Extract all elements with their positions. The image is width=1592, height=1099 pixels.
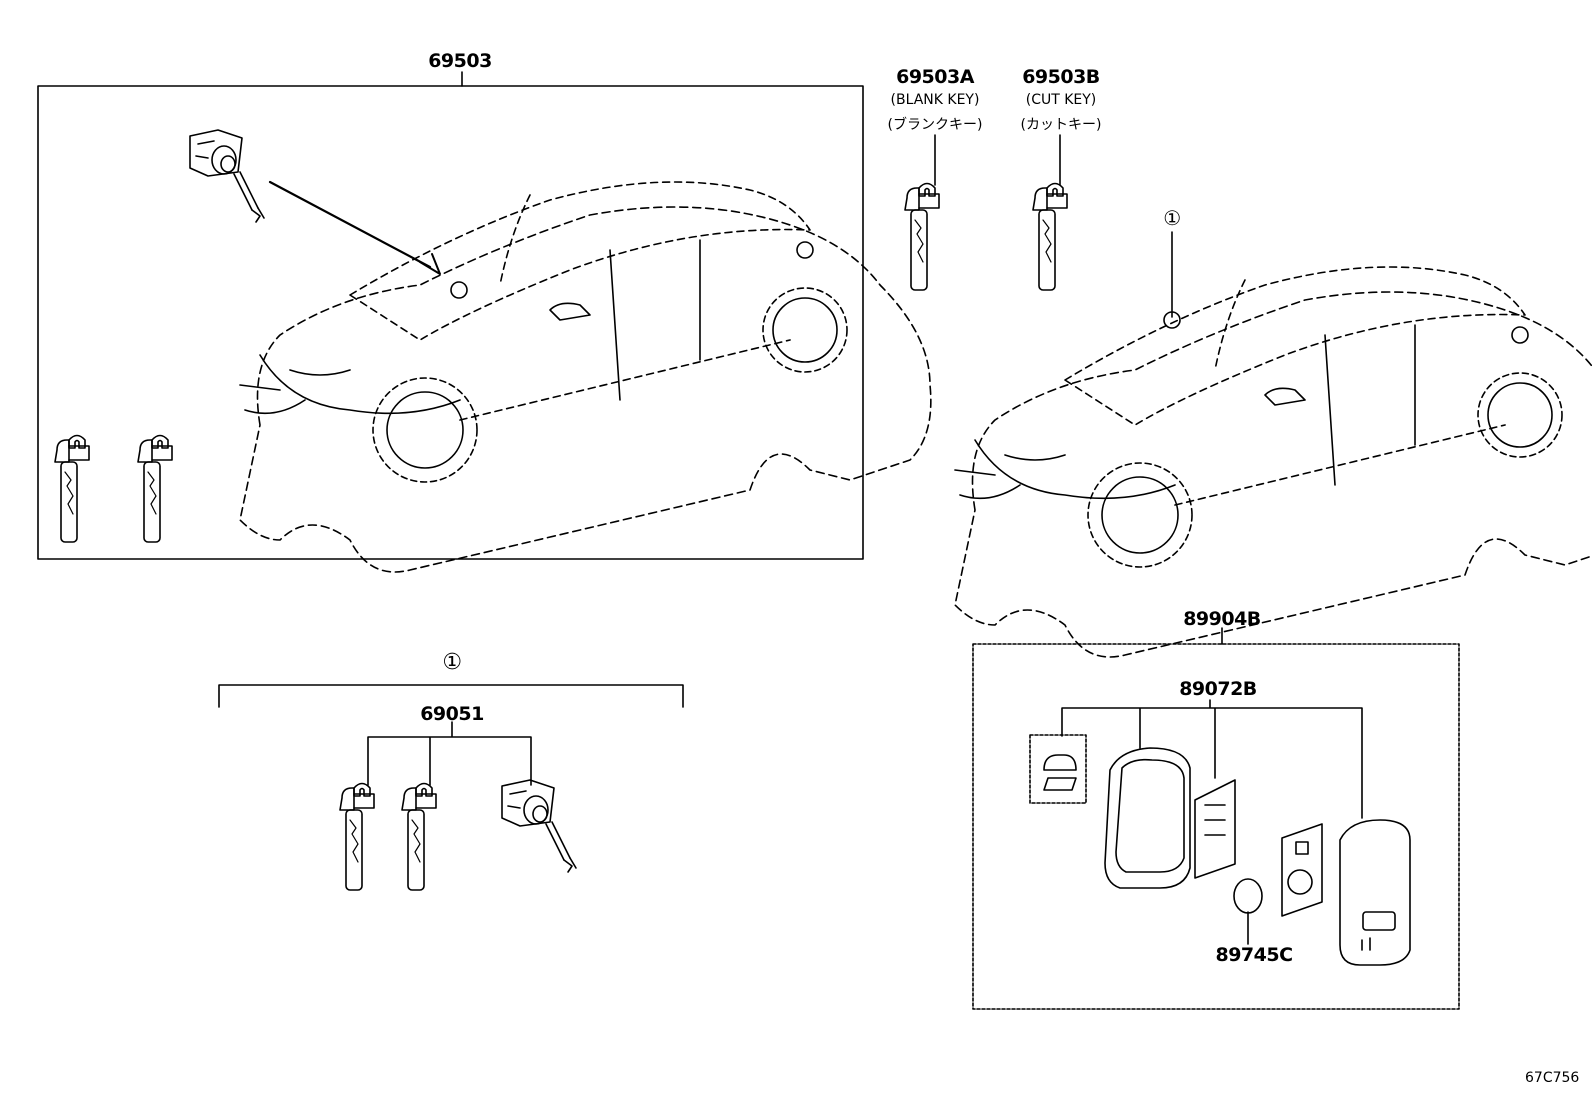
housing-back bbox=[1339, 819, 1411, 966]
key-left-1 bbox=[54, 434, 90, 543]
key-set-2 bbox=[401, 782, 437, 891]
cut-key bbox=[1032, 182, 1068, 291]
label-cut-key-en: (CUT KEY) bbox=[1025, 92, 1097, 108]
housing-tree bbox=[1061, 699, 1363, 819]
key-left-2 bbox=[137, 434, 173, 543]
callout-one-top: ① bbox=[1163, 206, 1181, 230]
label-blank-key-en: (BLANK KEY) bbox=[890, 92, 980, 108]
key-cover bbox=[1043, 754, 1077, 791]
arrow-to-cylinder bbox=[268, 180, 432, 269]
car-illustration-left bbox=[239, 181, 932, 573]
car-illustration-right bbox=[954, 266, 1592, 658]
battery-cell bbox=[1233, 878, 1263, 914]
housing-inner bbox=[1194, 779, 1236, 879]
ignition-cylinder-set bbox=[501, 779, 577, 873]
label-69051: 69051 bbox=[420, 703, 484, 725]
label-69503: 69503 bbox=[428, 50, 492, 72]
blank-key bbox=[904, 182, 940, 291]
label-89745c: 89745C bbox=[1215, 944, 1293, 966]
circuit-board bbox=[1281, 823, 1323, 917]
figure-code: 67C756 bbox=[1525, 1070, 1580, 1086]
key-cover-box bbox=[1029, 734, 1087, 804]
label-blank-key-jp: (ブランクキー) bbox=[887, 117, 983, 133]
label-cut-key-jp: (カットキー) bbox=[1020, 117, 1102, 133]
callout-one-bottom: ① bbox=[442, 650, 462, 675]
set-bracket bbox=[218, 684, 684, 708]
key-set-frame bbox=[37, 85, 864, 560]
label-89904b: 89904B bbox=[1183, 608, 1261, 630]
label-89072b: 89072B bbox=[1179, 678, 1257, 700]
label-69503a: 69503A bbox=[896, 66, 974, 88]
ignition-cylinder-top bbox=[189, 129, 265, 223]
transmitter-frame bbox=[972, 643, 1460, 1010]
key-set-1 bbox=[339, 782, 375, 891]
cylinder-location-marker bbox=[450, 281, 468, 299]
cylinder-location-marker-right bbox=[1163, 311, 1181, 329]
housing-front bbox=[1104, 747, 1191, 889]
label-69503b: 69503B bbox=[1022, 66, 1100, 88]
cylinder-set-tree bbox=[367, 721, 532, 786]
